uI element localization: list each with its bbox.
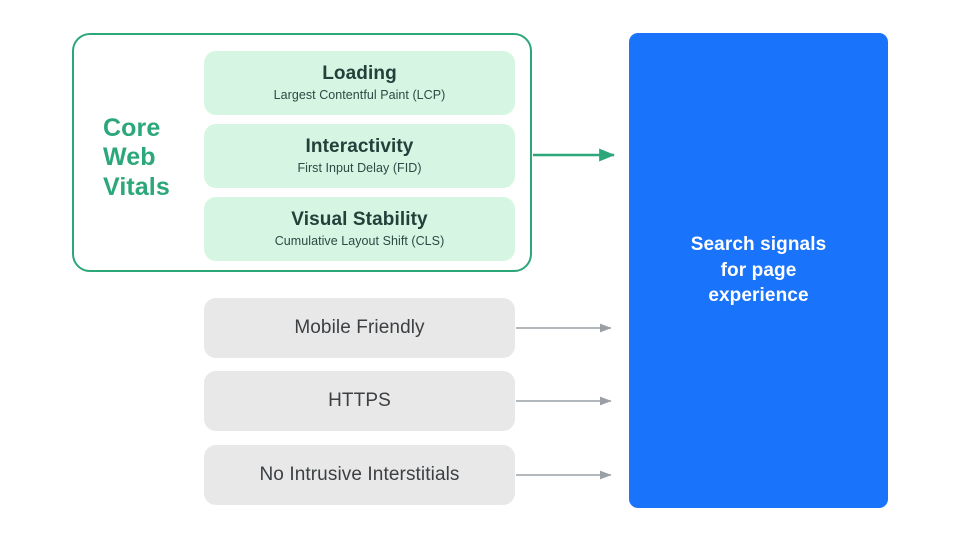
metric-card-interactivity[interactable]: Interactivity First Input Delay (FID) [204,124,515,188]
signal-https[interactable]: HTTPS [204,371,515,431]
core-web-vitals-group [72,33,532,272]
metric-card-loading[interactable]: Loading Largest Contentful Paint (LCP) [204,51,515,115]
core-web-vitals-label: Core Web Vitals [103,114,195,202]
metric-subtitle: Cumulative Layout Shift (CLS) [274,233,445,248]
metric-title: Loading [322,63,397,85]
outcome-text: Search signals for page experience [690,234,827,307]
signal-label: No Intrusive Interstitials [259,464,460,485]
metric-title: Interactivity [305,136,414,158]
metric-title: Visual Stability [291,209,428,231]
metric-subtitle: Largest Contentful Paint (LCP) [273,87,446,102]
core-web-vitals-label-line-1: Core [103,114,161,142]
signal-label: Mobile Friendly [294,317,425,338]
core-web-vitals-label-line-2: Web [103,143,156,172]
metric-card-visual-stability[interactable]: Visual Stability Cumulative Layout Shift… [204,197,515,261]
metric-subtitle: First Input Delay (FID) [297,160,422,175]
signal-label: HTTPS [328,390,391,411]
outcome-box[interactable]: Search signals for page experience [629,33,888,508]
signal-no-intrusive-interstitials[interactable]: No Intrusive Interstitials [204,445,515,505]
core-web-vitals-label-line-3: Vitals [103,172,170,201]
signal-mobile-friendly[interactable]: Mobile Friendly [204,298,515,358]
